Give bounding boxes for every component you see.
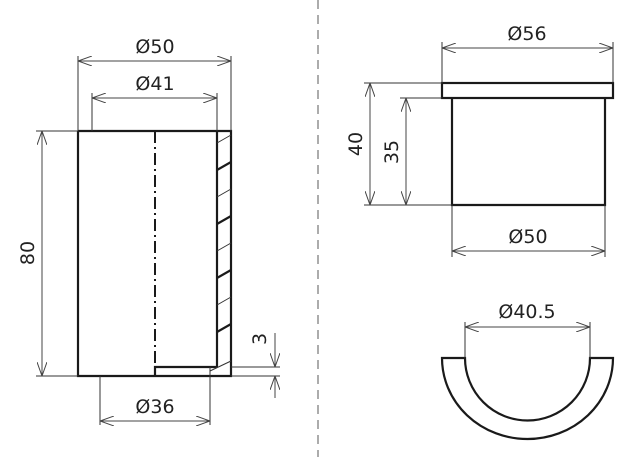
dim-ring-inner-diameter-label: Ø40.5 — [498, 301, 555, 323]
dim-bottom-thickness-label: 3 — [249, 333, 271, 345]
dim-bottom-diameter-label: Ø36 — [135, 396, 174, 418]
section-hatching — [209, 134, 232, 372]
dim-body-diameter-label: Ø50 — [508, 226, 547, 248]
bottom-step-line — [153, 365, 217, 376]
half-ring-outline — [440, 356, 615, 441]
side-section-view: Ø50 Ø41 80 Ø36 3 — [17, 36, 280, 425]
half-ring-view: Ø40.5 — [440, 301, 615, 441]
body-outline — [450, 98, 607, 207]
dim-flange-diameter-label: Ø56 — [507, 23, 546, 45]
dim-inner-diameter-label: Ø41 — [135, 73, 174, 95]
front-view: Ø56 Ø50 40 35 — [345, 23, 615, 257]
dim-outer-diameter-label: Ø50 — [135, 36, 174, 58]
dim-height-label: 80 — [17, 241, 39, 265]
flange-outline — [440, 81, 615, 100]
dim-body-height-label: 35 — [381, 140, 403, 164]
dim-total-height-label: 40 — [345, 132, 367, 156]
